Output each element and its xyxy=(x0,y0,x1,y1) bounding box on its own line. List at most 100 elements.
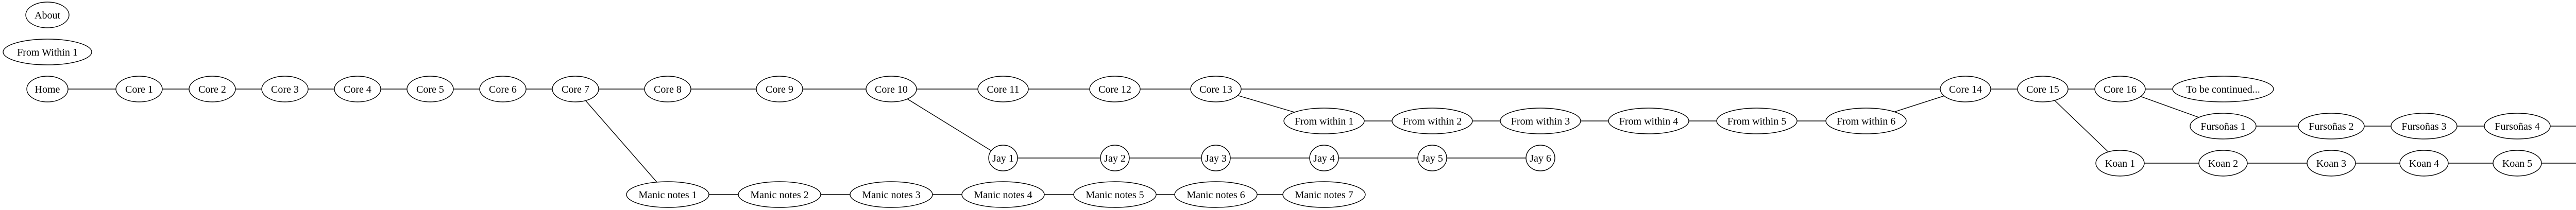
node-ellipse-core3 xyxy=(261,76,309,102)
node-ellipse-jay5 xyxy=(1417,145,1447,171)
node-ellipse-core10 xyxy=(866,76,917,102)
node-label-jay5: Jay 5 xyxy=(1421,153,1443,164)
node-manic2: Manic notes 2 xyxy=(738,181,821,208)
node-ellipse-jay2 xyxy=(1100,145,1130,171)
node-label-furs4: Fursoñas 4 xyxy=(2495,121,2539,132)
node-core7: Core 7 xyxy=(552,76,599,102)
node-fw2: From within 2 xyxy=(1392,108,1473,134)
node-furs4: Fursoñas 4 xyxy=(2484,113,2551,139)
node-label-core12: Core 12 xyxy=(1098,84,1131,95)
node-ellipse-core4 xyxy=(334,76,381,102)
node-core9: Core 9 xyxy=(756,76,803,102)
node-ellipse-home xyxy=(26,76,69,102)
node-fw4: From within 4 xyxy=(1608,108,1689,134)
node-label-core9: Core 9 xyxy=(766,84,793,95)
node-label-core6: Core 6 xyxy=(489,84,517,95)
node-core16: Core 16 xyxy=(2094,76,2146,102)
node-ellipse-fw3 xyxy=(1500,108,1581,134)
node-ellipse-core15 xyxy=(2017,76,2069,102)
node-ellipse-furs1 xyxy=(2190,113,2257,139)
edge-core7-manic1 xyxy=(575,89,668,195)
node-ellipse-manic5 xyxy=(1073,181,1157,208)
node-ellipse-fw1 xyxy=(1283,108,1365,134)
node-ellipse-manic1 xyxy=(626,181,709,208)
node-label-core2: Core 2 xyxy=(198,84,226,95)
edge-core15-koan1 xyxy=(2042,89,2121,164)
node-label-fw2: From within 2 xyxy=(1403,116,1462,127)
node-furs2: Fursoñas 2 xyxy=(2298,113,2365,139)
node-label-tbc: To be continued... xyxy=(2186,84,2260,95)
node-ellipse-manic3 xyxy=(850,181,933,208)
node-ellipse-fwcap xyxy=(3,39,92,65)
node-label-core5: Core 5 xyxy=(416,84,444,95)
node-jay6: Jay 6 xyxy=(1526,145,1555,171)
node-ellipse-tbc xyxy=(2172,76,2274,102)
node-label-koan1: Koan 1 xyxy=(2105,158,2135,169)
node-core11: Core 11 xyxy=(977,76,1029,102)
node-manic3: Manic notes 3 xyxy=(850,181,933,208)
node-label-core10: Core 10 xyxy=(875,84,908,95)
node-ellipse-core14 xyxy=(1940,76,1991,102)
node-label-fw6: From within 6 xyxy=(1837,116,1895,127)
edge-core10-jay1 xyxy=(891,89,1004,159)
node-ellipse-core16 xyxy=(2094,76,2146,102)
node-jay1: Jay 1 xyxy=(988,145,1018,171)
node-tbc: To be continued... xyxy=(2172,76,2274,102)
node-core10: Core 10 xyxy=(866,76,917,102)
node-label-jay1: Jay 1 xyxy=(992,153,1014,164)
node-label-core4: Core 4 xyxy=(344,84,371,95)
node-ellipse-fw6 xyxy=(1825,108,1907,134)
node-label-koan2: Koan 2 xyxy=(2208,158,2238,169)
node-ellipse-koan2 xyxy=(2198,150,2248,177)
node-koan4: Koan 4 xyxy=(2399,150,2449,177)
node-ellipse-core1 xyxy=(115,76,163,102)
node-ellipse-core2 xyxy=(189,76,236,102)
node-label-manic5: Manic notes 5 xyxy=(1086,189,1144,201)
node-label-fw5: From within 5 xyxy=(1727,116,1786,127)
node-ellipse-furs4 xyxy=(2484,113,2551,139)
node-label-core7: Core 7 xyxy=(562,84,589,95)
node-label-jay3: Jay 3 xyxy=(1205,153,1227,164)
node-furs1: Fursoñas 1 xyxy=(2190,113,2257,139)
node-label-furs3: Fursoñas 3 xyxy=(2401,121,2446,132)
node-label-fw4: From within 4 xyxy=(1619,116,1678,127)
node-ellipse-jay4 xyxy=(1309,145,1339,171)
node-ellipse-core7 xyxy=(552,76,599,102)
node-manic6: Manic notes 6 xyxy=(1174,181,1258,208)
node-fwcap: From Within 1 xyxy=(3,39,92,65)
node-jay4: Jay 4 xyxy=(1309,145,1339,171)
node-label-jay2: Jay 2 xyxy=(1104,153,1126,164)
node-ellipse-koan3 xyxy=(2307,150,2356,177)
node-label-furs2: Fursoñas 2 xyxy=(2309,121,2353,132)
node-furs3: Fursoñas 3 xyxy=(2391,113,2458,139)
node-jay2: Jay 2 xyxy=(1100,145,1130,171)
node-label-core15: Core 15 xyxy=(2026,84,2059,95)
node-core12: Core 12 xyxy=(1089,76,1141,102)
node-label-jay4: Jay 4 xyxy=(1313,153,1335,164)
node-core3: Core 3 xyxy=(261,76,309,102)
node-manic1: Manic notes 1 xyxy=(626,181,709,208)
node-ellipse-furs2 xyxy=(2298,113,2365,139)
node-about: About xyxy=(25,2,70,28)
node-label-fw3: From within 3 xyxy=(1511,116,1570,127)
node-koan1: Koan 1 xyxy=(2095,150,2145,177)
node-ellipse-koan5 xyxy=(2493,150,2542,177)
node-ellipse-manic7 xyxy=(1282,181,1366,208)
node-ellipse-manic6 xyxy=(1174,181,1258,208)
node-ellipse-core9 xyxy=(756,76,803,102)
node-ellipse-fw5 xyxy=(1716,108,1798,134)
node-ellipse-jay3 xyxy=(1201,145,1231,171)
node-label-manic6: Manic notes 6 xyxy=(1187,189,1245,201)
node-label-manic2: Manic notes 2 xyxy=(750,189,808,201)
node-label-about: About xyxy=(35,10,60,21)
node-ellipse-core12 xyxy=(1089,76,1141,102)
node-label-core3: Core 3 xyxy=(271,84,299,95)
node-core13: Core 13 xyxy=(1190,76,1242,102)
node-ellipse-fw4 xyxy=(1608,108,1689,134)
node-core2: Core 2 xyxy=(189,76,236,102)
node-label-koan4: Koan 4 xyxy=(2409,158,2439,169)
node-label-manic4: Manic notes 4 xyxy=(974,189,1032,201)
node-fw5: From within 5 xyxy=(1716,108,1798,134)
node-koan5: Koan 5 xyxy=(2493,150,2542,177)
node-label-core1: Core 1 xyxy=(125,84,153,95)
